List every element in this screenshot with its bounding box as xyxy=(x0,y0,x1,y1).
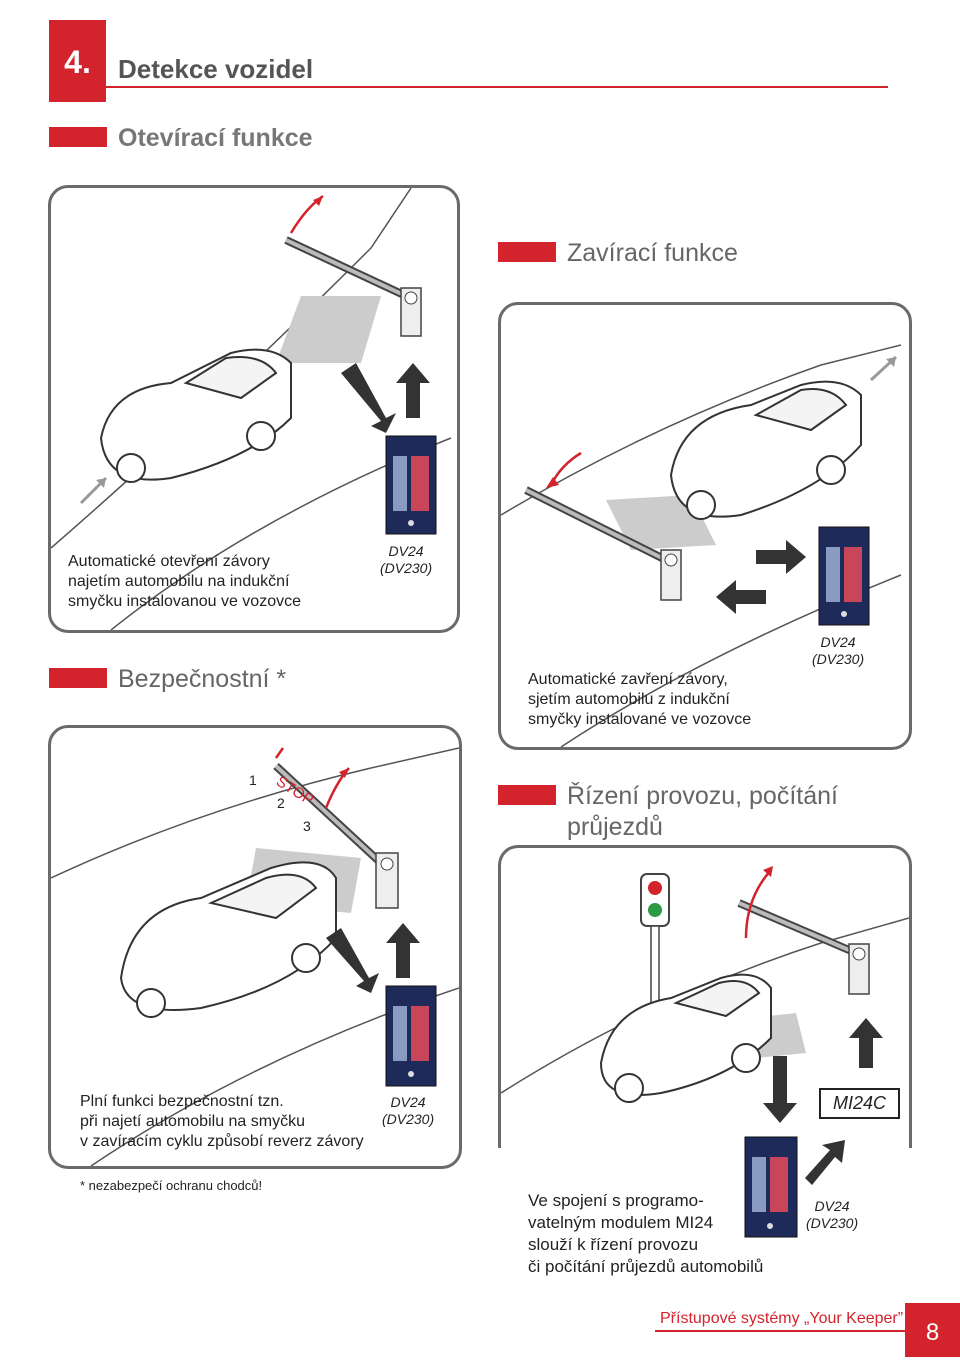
car-icon xyxy=(669,380,862,520)
illustration-safety xyxy=(51,747,459,1166)
arrow-down-icon xyxy=(326,928,379,993)
car-icon xyxy=(599,973,772,1103)
panel-opening xyxy=(48,185,460,633)
illustration-opening xyxy=(51,188,452,630)
device-label-traffic: DV24 (DV230) xyxy=(806,1198,859,1231)
chapter-number-box xyxy=(49,20,106,102)
chapter-rule xyxy=(106,86,888,88)
device-label-safety: DV24 (DV230) xyxy=(382,1094,435,1127)
safety-note: * nezabezpečí ochranu chodců! xyxy=(80,1178,263,1193)
section-marker xyxy=(498,242,556,262)
section-title-closing: Zavírací funkce xyxy=(567,239,738,267)
panel-safety xyxy=(48,725,462,1169)
arrow-left-icon xyxy=(716,580,766,614)
chapter-title: Detekce vozidel xyxy=(118,54,314,84)
detector-device xyxy=(385,985,437,1087)
caption-traffic: Ve spojení s programo- vatelným modulem … xyxy=(528,1191,764,1276)
car-icon xyxy=(119,861,337,1018)
illustration-traffic xyxy=(501,866,909,1123)
panel-closing xyxy=(498,302,912,750)
step-label-2: 2 xyxy=(277,795,285,811)
stop-arrow xyxy=(274,747,285,759)
step-label-3: 3 xyxy=(303,818,311,834)
close-arrow xyxy=(549,451,582,486)
section-marker xyxy=(498,785,556,805)
section-title-opening: Otevírací funkce xyxy=(118,124,313,152)
caption-opening: Automatické otevření závory najetím auto… xyxy=(68,553,301,610)
section-title-safety: Bezpečnostní * xyxy=(118,665,287,693)
arrow-down-icon xyxy=(341,363,396,433)
chapter-number: 4. xyxy=(64,44,91,80)
section-marker xyxy=(49,668,107,688)
device-label-opening: DV24 (DV230) xyxy=(380,543,433,576)
detector-device xyxy=(385,435,437,535)
caption-closing: Automatické zavření závory, sjetím autom… xyxy=(528,671,752,728)
section-title-traffic: Řízení provozu, počítání průjezdů xyxy=(567,782,838,841)
step-label-1: 1 xyxy=(249,772,257,788)
induction-loop xyxy=(276,296,381,363)
detector-device xyxy=(818,526,870,626)
caption-safety: Plní funkci bezpečnostní tzn. při najetí… xyxy=(80,1093,364,1150)
footer-brand: Přístupové systémy „Your Keeper” xyxy=(660,1310,904,1327)
footer-rule xyxy=(655,1330,905,1332)
panel-traffic xyxy=(498,845,912,1148)
car-icon xyxy=(99,348,292,483)
traffic-light-icon xyxy=(640,873,670,1037)
illustration-closing xyxy=(501,344,902,747)
device-label-closing: DV24 (DV230) xyxy=(812,634,865,667)
page-number: 8 xyxy=(905,1303,960,1357)
barrier-move-arrow xyxy=(744,869,772,939)
arrow-up-icon xyxy=(396,363,430,418)
module-label: MI24C xyxy=(819,1088,901,1119)
section-marker xyxy=(49,127,107,147)
arrow-up-icon xyxy=(849,1018,883,1068)
arrow-up-icon xyxy=(386,923,420,978)
arrow-down-icon xyxy=(763,1056,797,1123)
arrow-right-icon xyxy=(756,540,806,574)
